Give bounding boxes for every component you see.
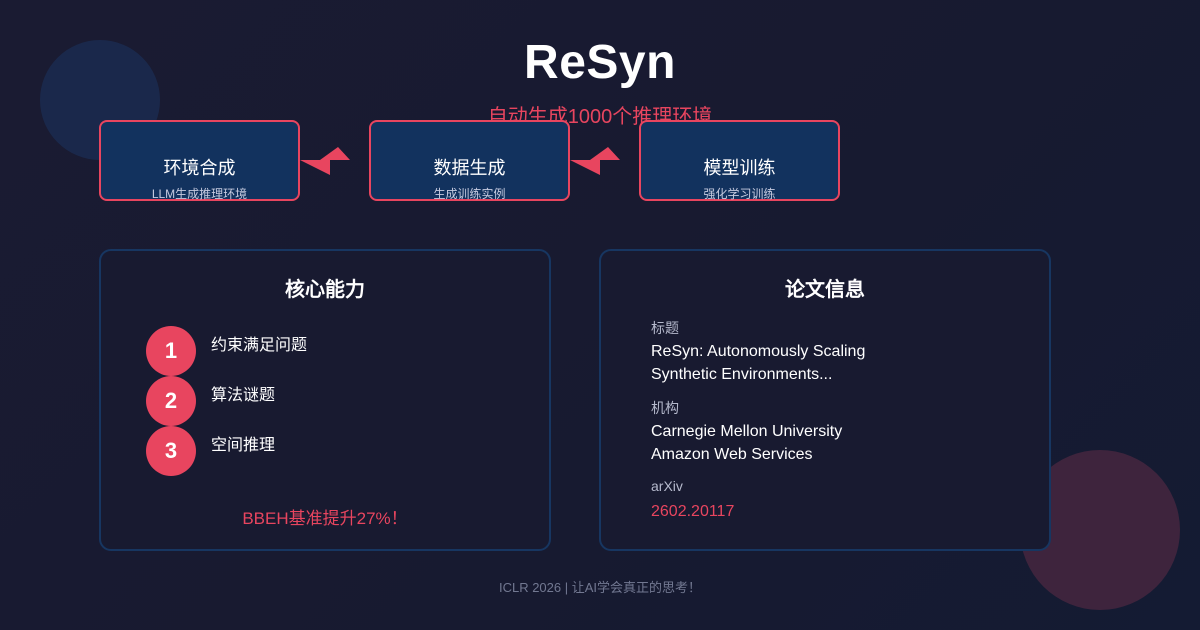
capability-label: 算法谜题 bbox=[211, 387, 276, 404]
arxiv-id: 2602.20117 bbox=[651, 503, 735, 520]
paper-info-title: 论文信息 bbox=[785, 279, 865, 301]
paper-title-line: ReSyn: Autonomously Scaling bbox=[651, 343, 866, 360]
capability-number-badge: 2 bbox=[146, 376, 196, 426]
step-subtitle: LLM生成推理环境 bbox=[151, 187, 248, 201]
pipeline-step-environment-synthesis: 环境合成 LLM生成推理环境 bbox=[99, 120, 300, 201]
step-title: 环境合成 bbox=[163, 158, 236, 178]
footer-tagline: ICLR 2026 | 让AI学会真正的思考！ bbox=[498, 580, 702, 595]
capability-label: 约束满足问题 bbox=[211, 337, 308, 354]
benchmark-highlight: BBEH基准提升27%！ bbox=[242, 509, 408, 528]
zigzag-arrow-icon bbox=[300, 147, 350, 175]
institution-label: 机构 bbox=[651, 400, 679, 416]
step-title: 数据生成 bbox=[433, 158, 506, 178]
step-subtitle: 强化学习训练 bbox=[703, 187, 776, 201]
institution-line: Carnegie Mellon University bbox=[651, 423, 843, 440]
paper-title-line: Synthetic Environments... bbox=[651, 366, 833, 383]
step-subtitle: 生成训练实例 bbox=[433, 187, 506, 201]
paper-info-panel: 论文信息 标题 ReSyn: Autonomously Scaling Synt… bbox=[599, 249, 1051, 551]
paper-title-label: 标题 bbox=[651, 320, 679, 336]
pipeline-step-model-training: 模型训练 强化学习训练 bbox=[639, 120, 840, 201]
pipeline-step-data-generation: 数据生成 生成训练实例 bbox=[369, 120, 570, 201]
page-title: ReSyn bbox=[524, 36, 676, 89]
arxiv-label: arXiv bbox=[651, 478, 683, 494]
capabilities-title: 核心能力 bbox=[285, 279, 365, 301]
capabilities-panel: 核心能力 1 约束满足问题 2 算法谜题 3 空间推理 BBEH基准提升27%！ bbox=[99, 249, 551, 551]
institution-line: Amazon Web Services bbox=[651, 446, 813, 463]
zigzag-arrow-icon bbox=[570, 147, 620, 175]
capability-number-badge: 3 bbox=[146, 426, 196, 476]
step-title: 模型训练 bbox=[703, 158, 776, 178]
capability-number-badge: 1 bbox=[146, 326, 196, 376]
capability-label: 空间推理 bbox=[211, 437, 276, 454]
